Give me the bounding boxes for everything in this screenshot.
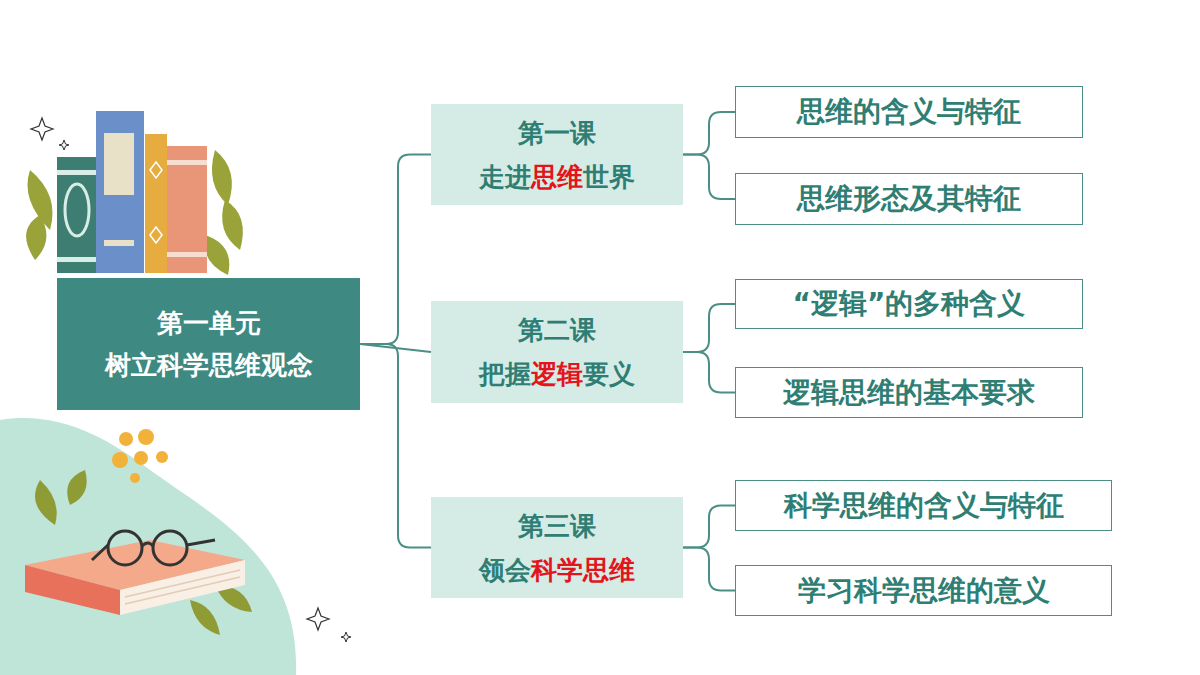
bracket-connector <box>683 506 735 548</box>
box-text: “逻辑”的多种含义 <box>793 287 1026 321</box>
box-text: 思维的含义与特征 <box>797 95 1021 129</box>
text-segment: 领会 <box>479 555 531 585</box>
lesson-box: 第三课领会科学思维 <box>431 497 683 598</box>
box-text: 科学思维的含义与特征 <box>784 489 1064 523</box>
box-text: 第一单元 <box>157 302 261 344</box>
dots <box>112 429 168 483</box>
box-text: 第三课 <box>518 504 596 548</box>
bracket-connector <box>360 344 431 352</box>
bracket-connector <box>683 548 735 591</box>
box-text: 走进思维世界 <box>479 155 635 199</box>
highlight-text: 科学思维 <box>531 555 635 585</box>
box-text: 把握逻辑要义 <box>479 352 635 396</box>
star <box>307 608 329 630</box>
bracket-connector <box>360 155 431 345</box>
box-text: 第二课 <box>518 308 596 352</box>
box-text: 逻辑思维的基本要求 <box>783 376 1035 410</box>
topic-box: 思维的含义与特征 <box>735 86 1083 138</box>
box-text: 第一课 <box>518 111 596 155</box>
box-text: 树立科学思维观念 <box>105 344 313 386</box>
bracket-connector <box>683 155 735 200</box>
bracket-connector <box>683 112 735 155</box>
bracket-connector <box>360 344 431 548</box>
books-illustration <box>57 111 207 273</box>
star <box>59 140 69 150</box>
lesson-box: 第二课把握逻辑要义 <box>431 301 683 403</box>
star <box>31 118 53 140</box>
mint-blob <box>0 418 296 675</box>
highlight-text: 逻辑 <box>531 359 583 389</box>
bracket-connector <box>683 304 735 352</box>
bracket-connector <box>683 352 735 393</box>
topic-box: “逻辑”的多种含义 <box>735 279 1083 329</box>
unit-box: 第一单元树立科学思维观念 <box>57 278 360 410</box>
text-segment: 走进 <box>479 162 531 192</box>
topic-box: 学习科学思维的意义 <box>735 565 1112 616</box>
box-text: 学习科学思维的意义 <box>798 574 1050 608</box>
topic-box: 科学思维的含义与特征 <box>735 480 1112 531</box>
lesson-box: 第一课走进思维世界 <box>431 104 683 205</box>
topic-box: 逻辑思维的基本要求 <box>735 367 1083 418</box>
text-segment: 世界 <box>583 162 635 192</box>
book-with-glasses <box>25 531 245 615</box>
text-segment: 要义 <box>583 359 635 389</box>
topic-box: 思维形态及其特征 <box>735 173 1083 225</box>
box-text: 思维形态及其特征 <box>797 182 1021 216</box>
box-text: 领会科学思维 <box>479 548 635 592</box>
highlight-text: 思维 <box>531 162 583 192</box>
star <box>341 632 351 642</box>
text-segment: 把握 <box>479 359 531 389</box>
